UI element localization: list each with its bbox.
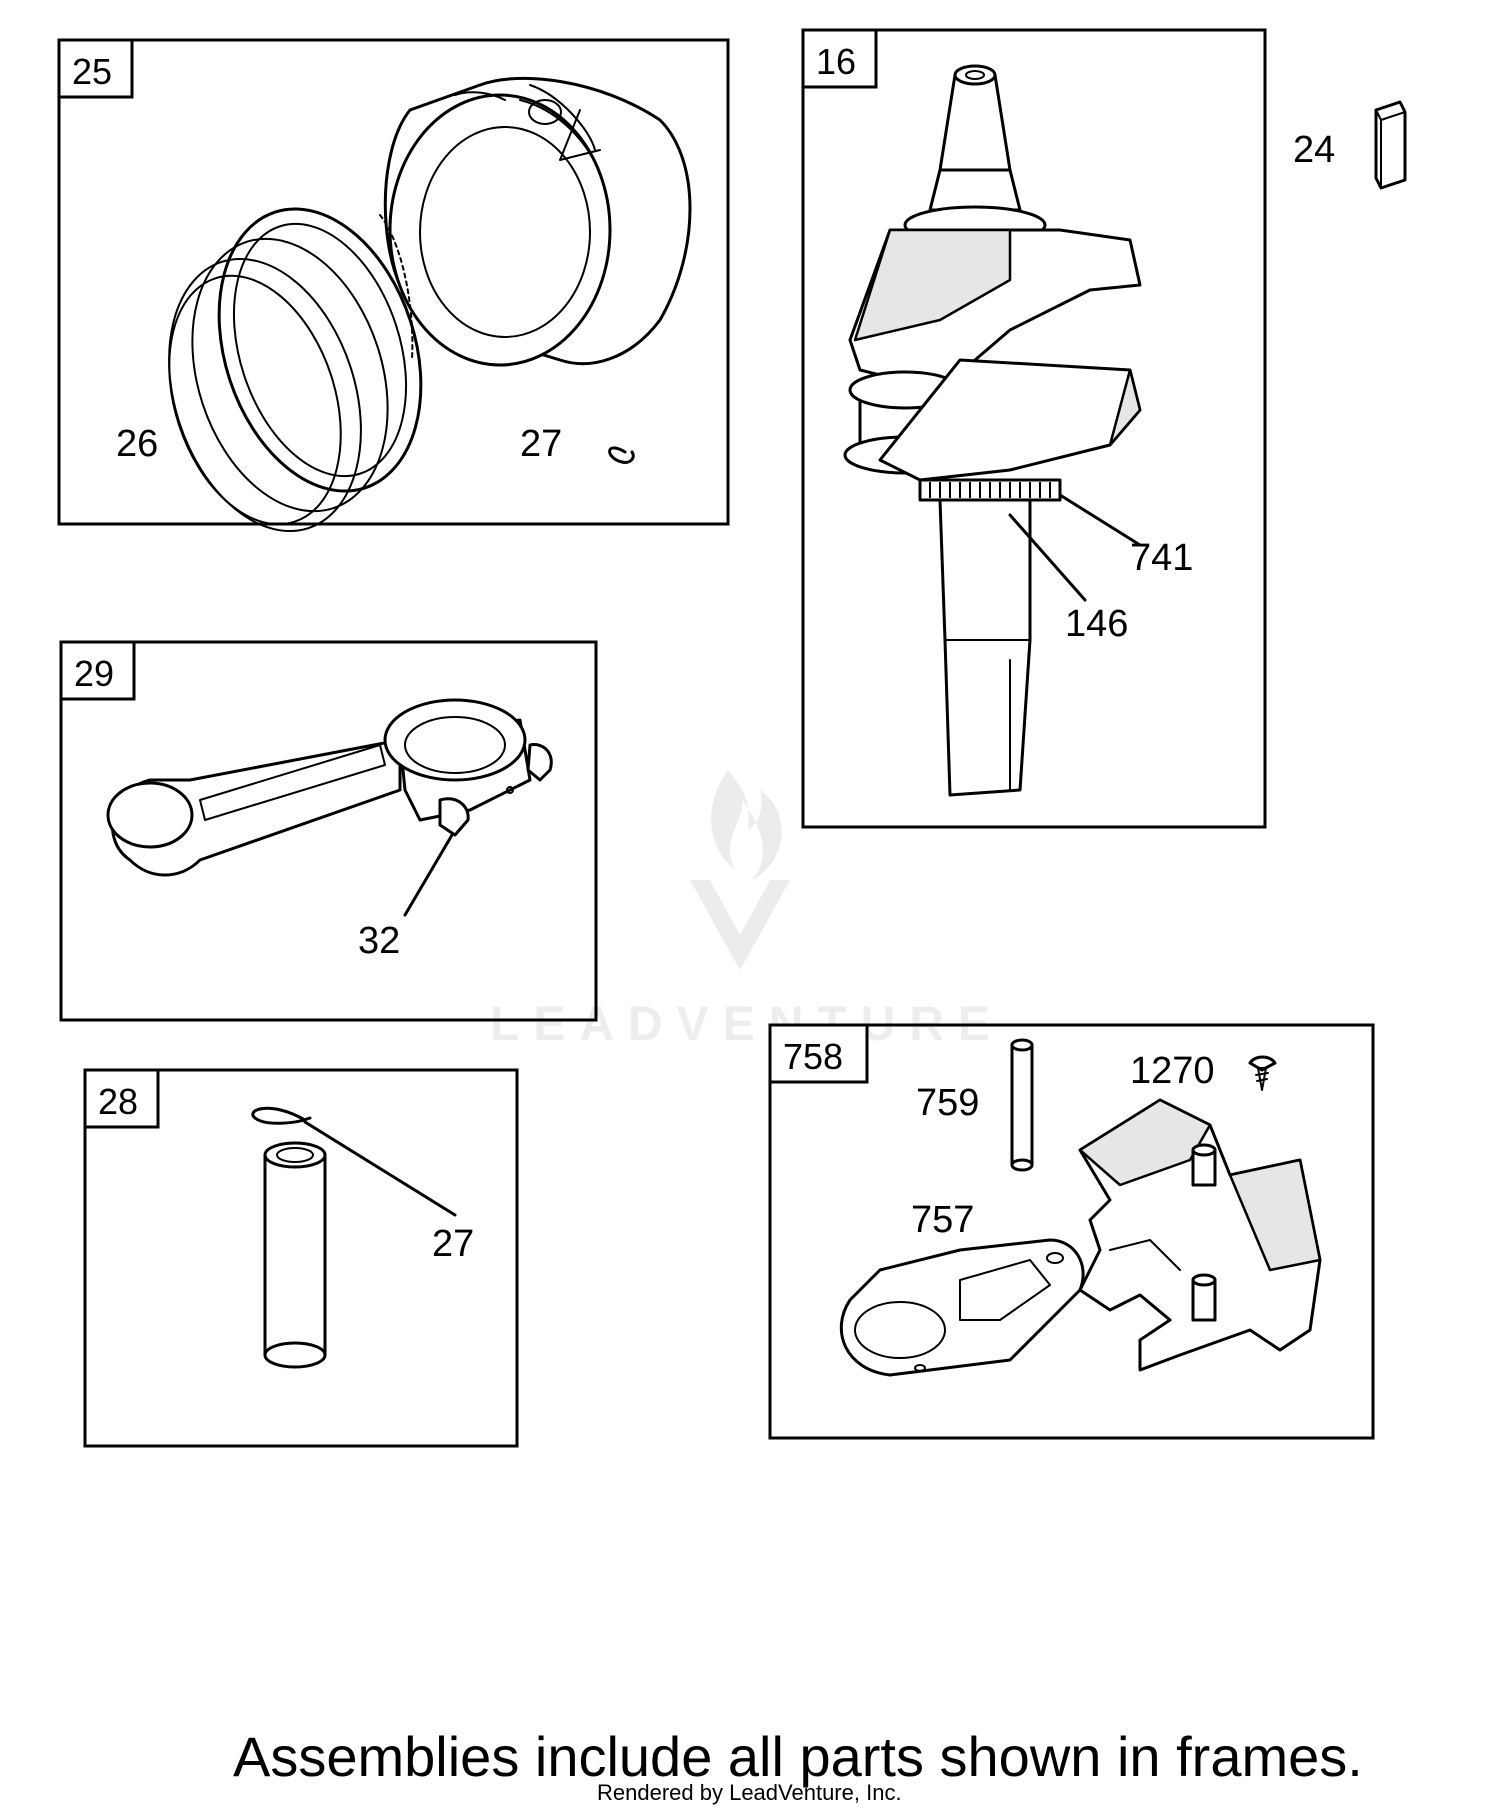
leader-line-gear [1058,493,1142,547]
part-label-screw: 1270 [1130,1050,1215,1092]
leader-line-screw [403,833,454,917]
piston-pin-drawing [263,1141,327,1369]
frame-connecting-rod: 29 32 [59,640,598,1022]
crankshaft-drawing [843,64,1142,797]
leader-line-retainer [303,1120,457,1217]
frame-tag-box [59,640,136,701]
frame-crankshaft: 16 [801,28,1267,829]
piston-drawing [383,76,692,367]
frame-tag-box [768,1023,869,1084]
frame-tag-box [83,1068,160,1129]
render-credit: Rendered by LeadVenture, Inc. [597,1780,902,1805]
loose-key: 24 [1293,100,1407,190]
frame-piston-assembly: 25 26 27 [57,38,730,533]
frame-border [57,38,730,526]
frame-ref-label: 28 [98,1081,138,1122]
connecting-rod-drawing [106,698,553,877]
frame-tag-box [57,38,134,99]
frame-tag-box [801,28,878,89]
part-label-retainer: 27 [520,423,562,465]
ring-retainer-icon [608,446,635,464]
part-label-screw: 32 [358,920,400,962]
watermark-logo: LEADVENTURE [490,770,990,1051]
frame-border [768,1023,1375,1440]
leader-line-key [1008,513,1087,602]
piston-rings-drawing [168,207,423,533]
part-label-key: 146 [1065,603,1128,645]
frame-border [801,28,1267,829]
screw-icon [1248,1055,1277,1091]
frame-ref-label: 25 [72,51,112,92]
assembly-note: Assemblies include all parts shown in fr… [233,1725,1363,1788]
part-label-key-loose: 24 [1293,129,1335,171]
frame-border [59,640,598,1022]
frame-ref-label: 16 [816,41,856,82]
counterweight-link-drawing [839,1238,1085,1377]
part-label-link: 757 [911,1199,974,1241]
frame-counterweight: 758 [768,1023,1375,1440]
part-label-rings: 26 [116,423,158,465]
retainer-clip-icon [251,1106,312,1125]
part-label-retainer: 27 [432,1223,474,1265]
part-label-gear: 741 [1130,537,1193,579]
counterweight-drawing [1078,1098,1322,1372]
counterweight-pin-drawing [1010,1038,1034,1172]
part-label-pin: 759 [916,1082,979,1124]
frame-ref-label: 29 [74,653,114,694]
frame-border [83,1068,519,1448]
frame-ref-label: 758 [783,1036,843,1077]
frame-piston-pin: 28 27 [83,1068,519,1448]
